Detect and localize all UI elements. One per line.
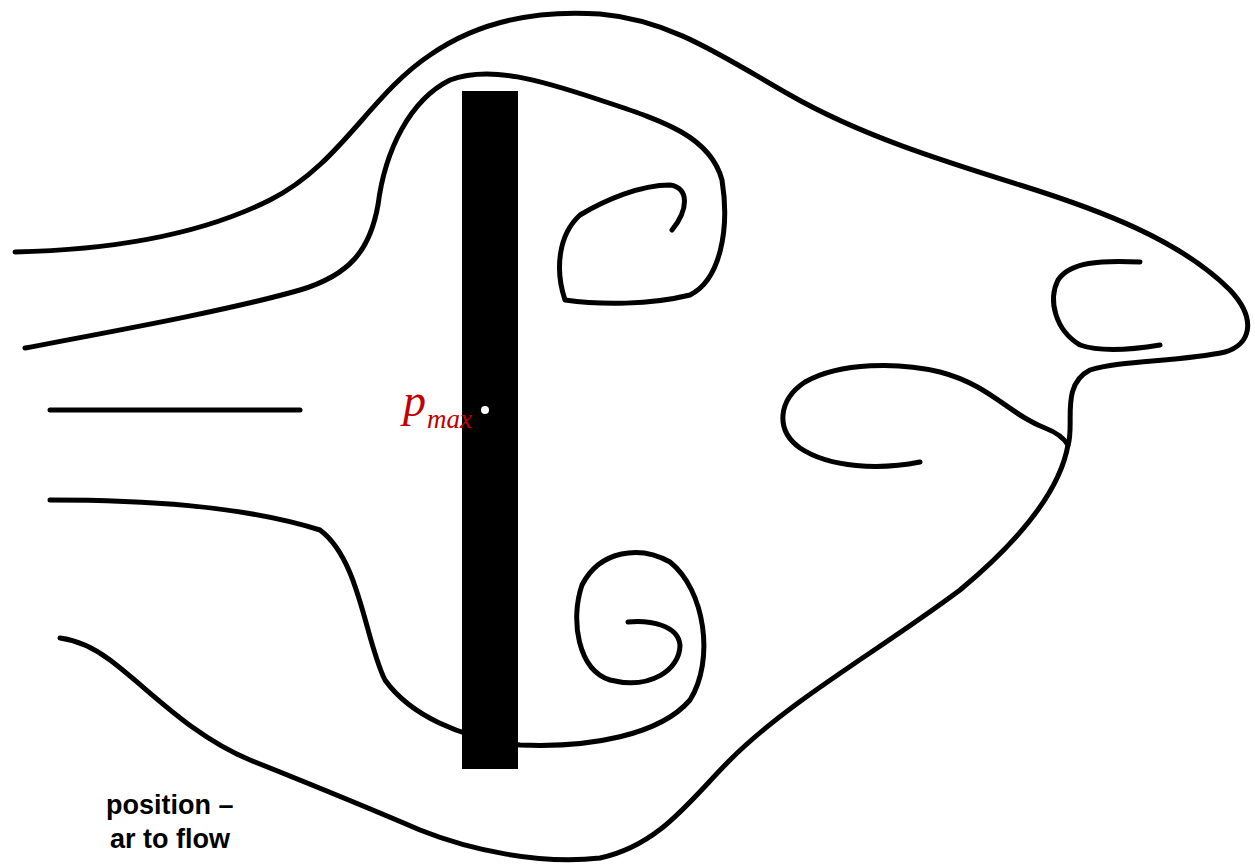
stagnation-point [481,406,489,414]
pressure-subscript: max [427,406,472,433]
center-streamline [50,408,300,413]
wake-vortex [783,365,1068,466]
caption-line: position – [106,791,234,821]
upper-streamline [25,74,725,348]
caption-line: ar to flow [110,825,230,855]
wake-vortex [1054,261,1160,349]
lower-streamline [50,500,704,745]
pressure-symbol: p [403,378,426,424]
outer-streamline [15,13,1248,860]
